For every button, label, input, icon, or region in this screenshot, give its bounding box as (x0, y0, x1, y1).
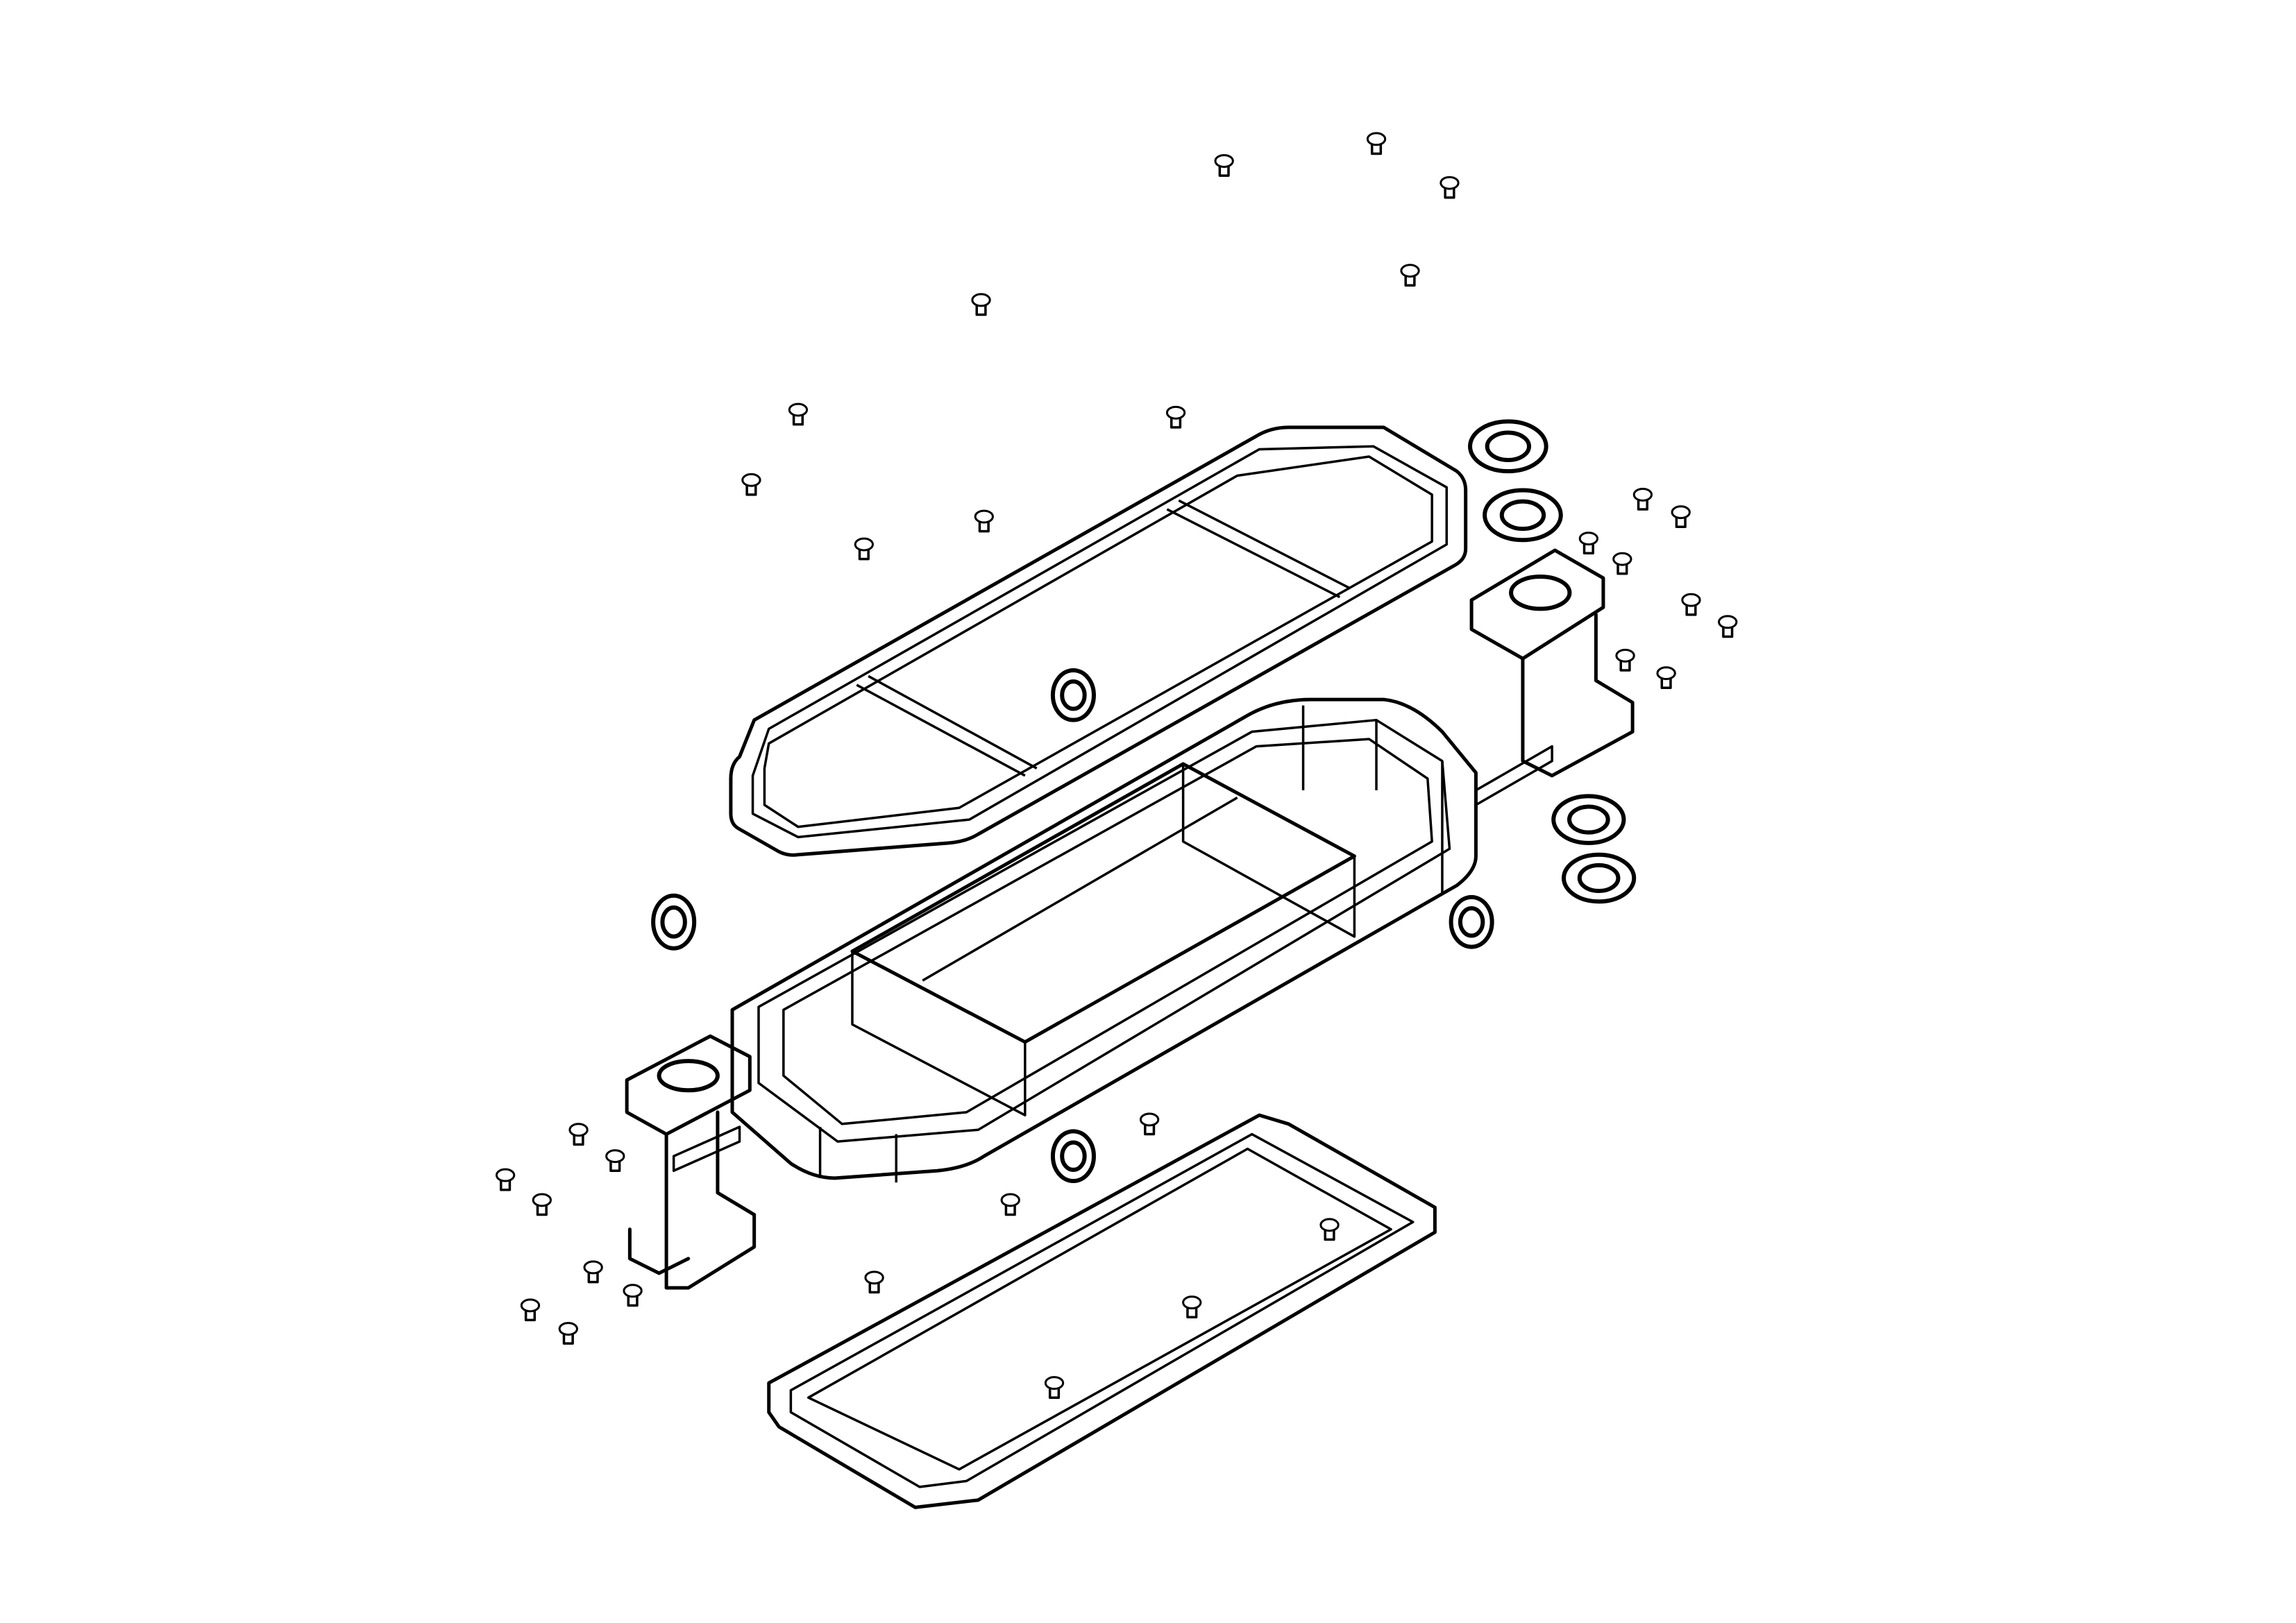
screw (1140, 1114, 1158, 1135)
screw (1401, 265, 1419, 286)
main-frame (674, 699, 1552, 1182)
screw (533, 1194, 550, 1215)
screw (1215, 155, 1233, 176)
screw (855, 538, 872, 559)
o-ring (653, 896, 694, 949)
screw (1580, 533, 1597, 554)
o-ring (1053, 670, 1094, 720)
screw (1614, 553, 1631, 574)
screw (1045, 1377, 1063, 1398)
screw (866, 1272, 883, 1293)
screw (496, 1169, 514, 1190)
screw (1617, 649, 1634, 670)
left-end-bracket (627, 1036, 754, 1288)
o-ring (1564, 855, 1634, 901)
o-ring (1053, 1131, 1094, 1181)
screw (559, 1323, 577, 1344)
right-end-bracket (1471, 550, 1632, 776)
screw (1682, 594, 1700, 615)
screw (1441, 177, 1458, 198)
screw (607, 1150, 624, 1171)
o-ring (1470, 421, 1546, 471)
screw (584, 1261, 602, 1282)
o-ring (1553, 796, 1623, 842)
screw (1321, 1219, 1338, 1240)
screw (789, 404, 807, 425)
screw (1167, 407, 1184, 427)
screw (1657, 668, 1675, 688)
top-cover-plate (731, 427, 1466, 855)
screw (1672, 507, 1689, 527)
screw (521, 1300, 539, 1320)
screw (1183, 1297, 1201, 1318)
screw (1367, 133, 1385, 154)
screw (1634, 488, 1651, 509)
screw (1719, 616, 1737, 637)
screw (1002, 1194, 1019, 1215)
screw (624, 1285, 641, 1306)
screw (570, 1124, 587, 1145)
screw (975, 511, 993, 532)
o-ring (1451, 897, 1492, 947)
o-ring (1485, 491, 1561, 541)
screw (743, 474, 760, 495)
bottom-cover-plate (769, 1115, 1435, 1507)
screw (972, 294, 990, 315)
